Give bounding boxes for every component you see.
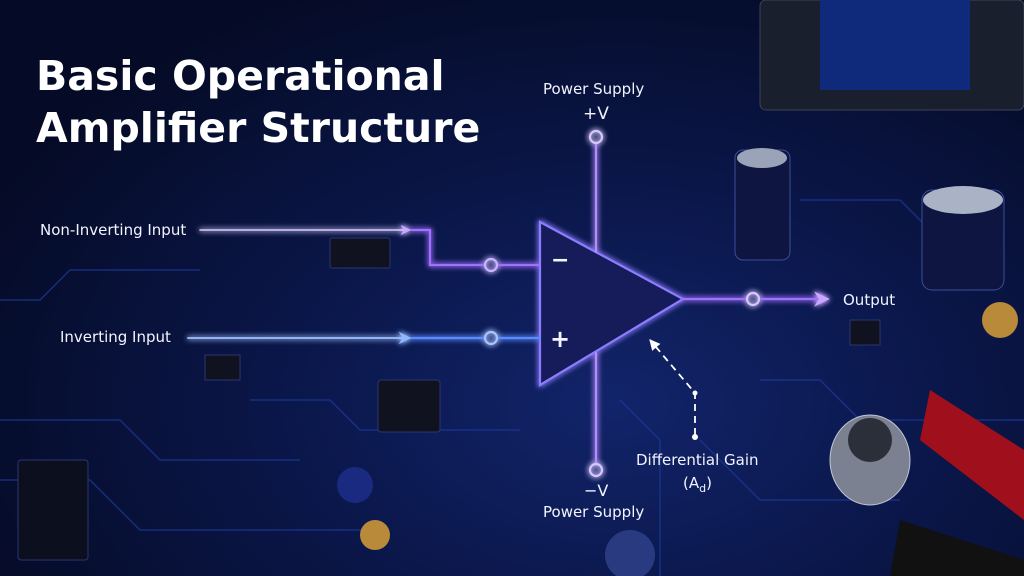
minus-sign: −: [551, 248, 570, 273]
title-line-2: Amplifier Structure: [36, 104, 481, 152]
gain-close: ): [706, 474, 712, 492]
plus-sign: +: [550, 325, 571, 353]
output-terminal: [745, 291, 761, 307]
non-inverting-input-wire: [410, 228, 542, 267]
title-line-1: Basic Operational: [36, 52, 445, 100]
gain-symbol-text: (A: [683, 474, 700, 492]
op-amp-diagram: [187, 129, 828, 478]
inverting-terminal: [483, 330, 499, 346]
power-supply-top-label: Power Supply: [543, 80, 645, 98]
gain-subscript: d: [699, 482, 707, 495]
power-supply-bottom-label: Power Supply: [543, 503, 645, 521]
negative-supply-terminal: [588, 462, 604, 478]
differential-gain-pointer: [649, 339, 698, 440]
positive-supply-terminal: [588, 129, 604, 145]
pcb-components: [17, 0, 1024, 576]
inverting-input-label: Inverting Input: [60, 328, 171, 346]
page-title: Basic Operational Amplifier Structure: [36, 50, 480, 154]
minus-v-label: −V: [584, 481, 609, 500]
op-amp-triangle: [538, 220, 686, 387]
plus-v-label: +V: [583, 104, 609, 124]
output-label: Output: [843, 291, 896, 309]
gain-symbol: (Ad): [683, 474, 712, 495]
non-inverting-input-label: Non-Inverting Input: [40, 221, 187, 239]
non-inverting-terminal: [483, 257, 499, 273]
differential-gain-label: Differential Gain: [636, 451, 759, 469]
pcb-decoration: [0, 199, 1024, 576]
